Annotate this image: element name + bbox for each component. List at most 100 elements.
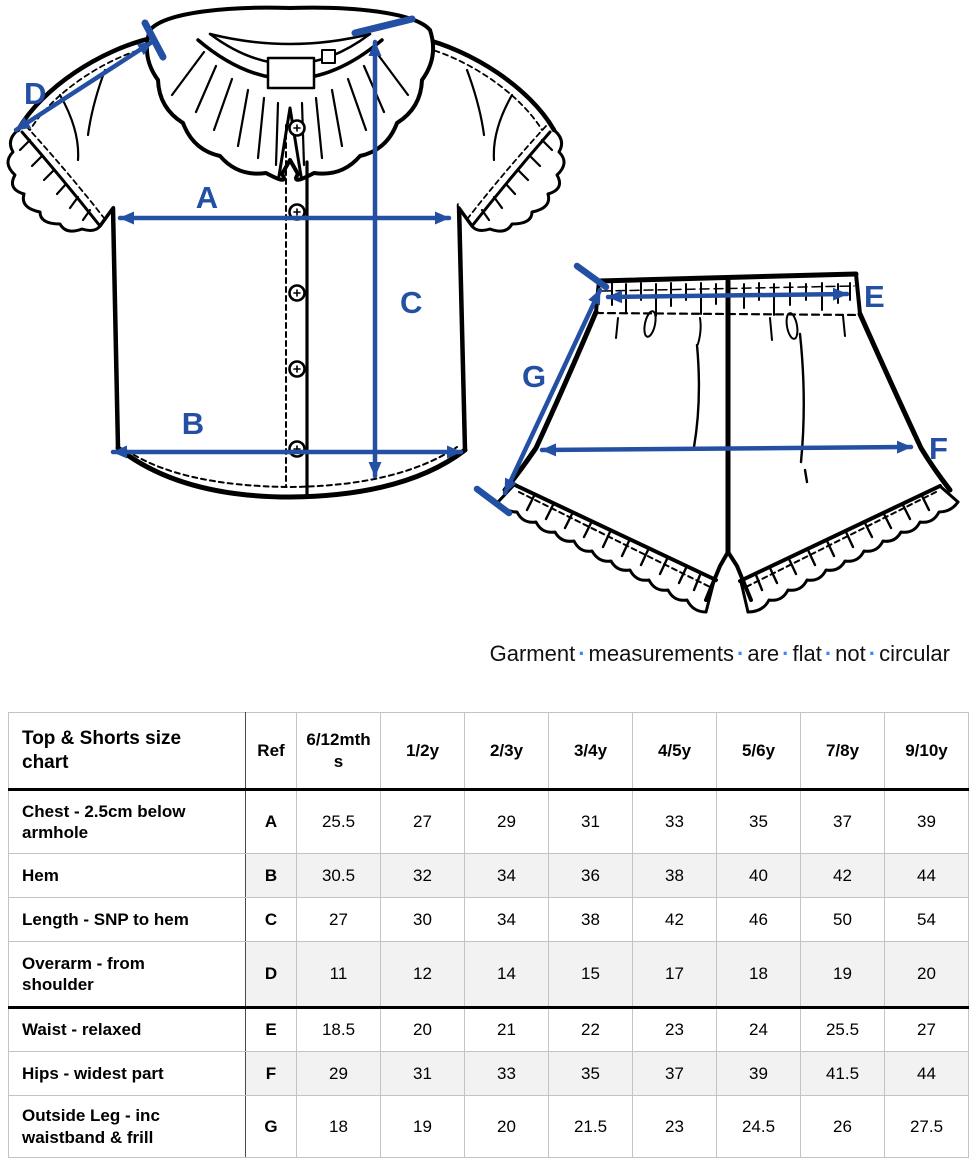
cell-value: 18.5	[296, 1006, 381, 1052]
top-garment-drawing: A B C D	[6, 5, 566, 500]
cell-value: 18	[716, 941, 801, 1008]
cell-value: 19	[380, 1095, 465, 1158]
top-measurement-labels: A B C D	[24, 76, 422, 441]
header-row: Top & Shorts size chart Ref 6/12mth s 1/…	[8, 712, 969, 791]
cell-value: 39	[716, 1051, 801, 1096]
measurement-label-c: C	[400, 285, 422, 320]
garment-measurement-diagram: A B C D	[6, 5, 960, 614]
cell-value: 44	[884, 1051, 969, 1096]
row-label: Chest - 2.5cm below armhole	[8, 789, 246, 854]
cell-value: 35	[716, 789, 801, 854]
cell-value: 21	[464, 1006, 549, 1052]
measurement-label-e: E	[864, 279, 885, 314]
cell-value: 30	[380, 897, 465, 942]
measurement-label-b: B	[182, 406, 204, 441]
row-label: Waist - relaxed	[8, 1006, 246, 1052]
cell-value: 31	[380, 1051, 465, 1096]
caption-word: flat	[792, 641, 822, 666]
cell-value: 37	[800, 789, 885, 854]
caption-dot: ·	[782, 641, 790, 666]
row-label: Length - SNP to hem	[8, 897, 246, 942]
top-measurement-arrows	[13, 15, 464, 479]
leg-end-tick	[473, 485, 513, 517]
cell-value: 23	[632, 1095, 717, 1158]
measurement-arrow-g	[502, 287, 603, 496]
cell-value: 22	[548, 1006, 633, 1052]
caption-dot: ·	[578, 641, 586, 666]
caption-word: not	[835, 641, 866, 666]
cell-value: 15	[548, 941, 633, 1008]
table-row-hem: Hem B 30.5 32 34 36 38 40 42 44	[8, 853, 969, 898]
size-chart-table: Top & Shorts size chart Ref 6/12mth s 1/…	[8, 712, 969, 1158]
cell-value: 27	[884, 1006, 969, 1052]
cell-value: 41.5	[800, 1051, 885, 1096]
cell-value: 25.5	[800, 1006, 885, 1052]
measurement-arrow-f	[539, 440, 914, 457]
measurement-label-d: D	[24, 76, 46, 111]
cell-value: 27	[296, 897, 381, 942]
shorts-drawing: E F G	[473, 262, 960, 614]
row-ref: A	[245, 789, 297, 854]
table-row-outside-leg: Outside Leg - inc waistband & frill G 18…	[8, 1095, 969, 1158]
row-ref: E	[245, 1006, 297, 1052]
snp-tick	[351, 15, 416, 37]
cell-value: 20	[464, 1095, 549, 1158]
cell-value: 20	[884, 941, 969, 1008]
column-header-size-1-2y: 1/2y	[380, 712, 465, 791]
cell-value: 29	[464, 789, 549, 854]
shoulder-tick	[141, 19, 167, 61]
cell-value: 20	[380, 1006, 465, 1052]
cell-value: 34	[464, 897, 549, 942]
column-header-size-6-12mths: 6/12mth s	[296, 712, 381, 791]
row-ref: C	[245, 897, 297, 942]
measurement-label-a: A	[196, 180, 218, 215]
measurement-arrow-d	[13, 39, 155, 133]
cell-value: 42	[632, 897, 717, 942]
cell-value: 42	[800, 853, 885, 898]
cell-value: 44	[884, 853, 969, 898]
cell-value: 37	[632, 1051, 717, 1096]
cell-value: 26	[800, 1095, 885, 1158]
right-sleeve	[417, 35, 566, 233]
cell-value: 27.5	[884, 1095, 969, 1158]
table-row-waist: Waist - relaxed E 18.5 20 21 22 23 24 25…	[8, 1006, 969, 1052]
cell-value: 24	[716, 1006, 801, 1052]
cell-value: 54	[884, 897, 969, 942]
cell-value: 30.5	[296, 853, 381, 898]
caption-dot: ·	[824, 641, 833, 666]
row-ref: D	[245, 941, 297, 1008]
size-chart-title-cell: Top & Shorts size chart	[8, 712, 246, 791]
measurement-label-g: G	[522, 359, 546, 394]
cell-value: 29	[296, 1051, 381, 1096]
table-row-overarm: Overarm - from shoulder D 11 12 14 15 17…	[8, 941, 969, 1008]
frill-collar	[144, 5, 436, 182]
column-header-ref: Ref	[245, 712, 297, 791]
cell-value: 40	[716, 853, 801, 898]
table-row-hips: Hips - widest part F 29 31 33 35 37 39 4…	[8, 1051, 969, 1096]
row-ref: B	[245, 853, 297, 898]
row-label: Outside Leg - inc waistband & frill	[8, 1095, 246, 1158]
cell-value: 19	[800, 941, 885, 1008]
cell-value: 24.5	[716, 1095, 801, 1158]
cell-value: 11	[296, 941, 381, 1008]
row-label: Overarm - from shoulder	[8, 941, 246, 1008]
row-ref: G	[245, 1095, 297, 1158]
cell-value: 50	[800, 897, 885, 942]
cell-value: 14	[464, 941, 549, 1008]
cell-value: 32	[380, 853, 465, 898]
measurement-arrow-e	[605, 287, 850, 304]
column-header-size-3-4y: 3/4y	[548, 712, 633, 791]
cell-value: 25.5	[296, 789, 381, 854]
cell-value: 36	[548, 853, 633, 898]
shorts-measurement-arrows	[473, 262, 914, 517]
row-label: Hem	[8, 853, 246, 898]
measurement-label-f: F	[929, 431, 948, 466]
cell-value: 12	[380, 941, 465, 1008]
caption-dot: ·	[737, 641, 745, 666]
caption-word: are	[747, 641, 780, 666]
cell-value: 34	[464, 853, 549, 898]
cell-value: 38	[632, 853, 717, 898]
column-header-size-7-8y: 7/8y	[800, 712, 885, 791]
cell-value: 17	[632, 941, 717, 1008]
